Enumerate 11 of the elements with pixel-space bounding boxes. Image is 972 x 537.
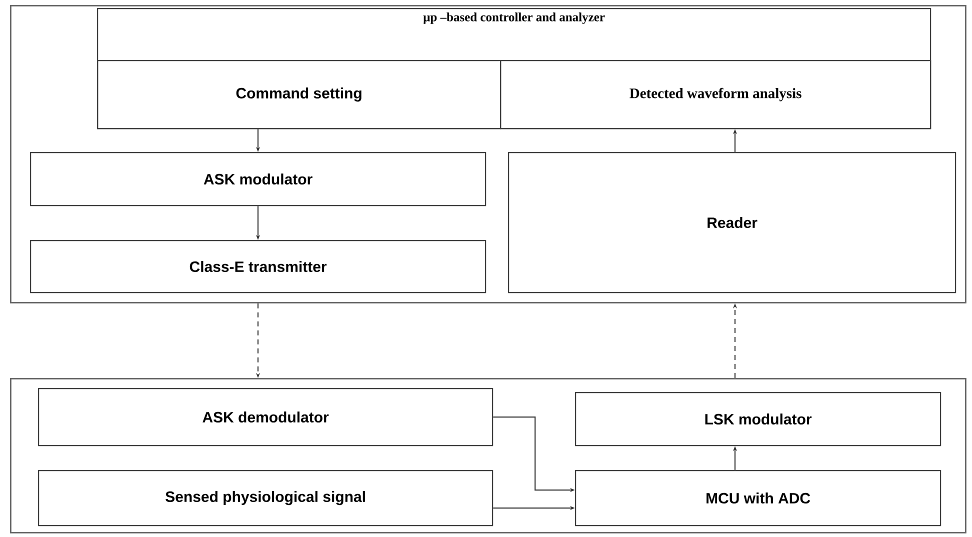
process-box: LSK modulator [575,392,942,446]
process-box: Sensed physiological signal [38,470,494,526]
process-box: MCU with ADC [575,470,942,526]
process-box: Class-E transmitter [30,240,486,294]
panel-box [10,378,966,534]
panel-box [10,5,966,304]
process-box: Command setting [97,60,502,130]
process-box: Reader [508,152,956,294]
process-box: ASK modulator [30,152,486,206]
process-box: ASK demodulator [38,388,494,446]
process-box: Detected waveform analysis [500,60,932,130]
